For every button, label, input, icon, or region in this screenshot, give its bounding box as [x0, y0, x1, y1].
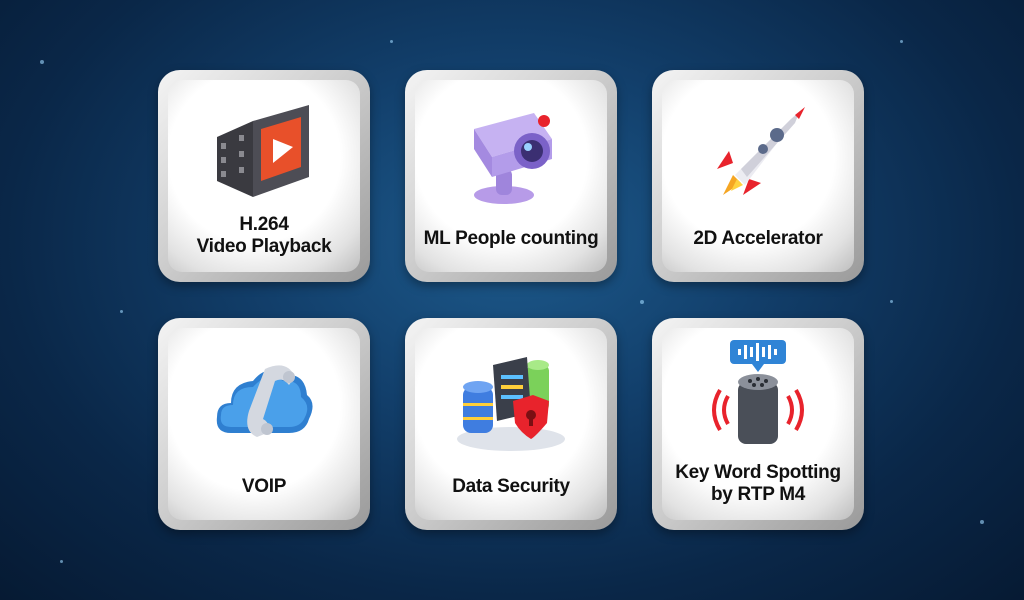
rocket-icon	[662, 94, 854, 214]
tile-people-counting[interactable]: ML People counting	[405, 70, 617, 282]
tile-card: 2D Accelerator	[662, 80, 854, 272]
smart-speaker-icon	[662, 334, 854, 454]
video-film-icon	[168, 94, 360, 214]
tile-label: 2D Accelerator	[693, 228, 823, 249]
security-camera-icon	[415, 94, 607, 214]
tile-data-security[interactable]: Data Security	[405, 318, 617, 530]
tile-label: Data Security	[452, 476, 570, 497]
tile-2d-accelerator[interactable]: 2D Accelerator	[652, 70, 864, 282]
server-shield-icon	[415, 342, 607, 462]
tile-label: ML People counting	[423, 228, 599, 249]
tile-card: VOIP	[168, 328, 360, 520]
tile-label: VOIP	[241, 476, 287, 497]
cloud-phone-icon	[168, 342, 360, 462]
tile-card: ML People counting	[415, 80, 607, 272]
tile-voip[interactable]: VOIP	[158, 318, 370, 530]
tile-card: Data Security	[415, 328, 607, 520]
